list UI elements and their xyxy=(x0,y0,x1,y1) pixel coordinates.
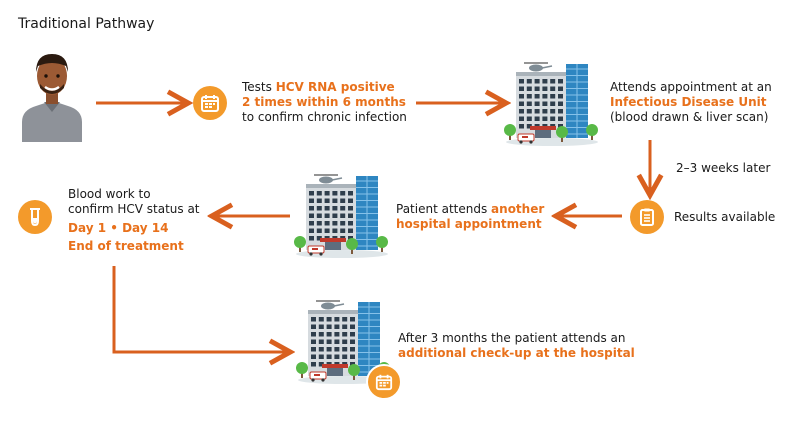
wait-label: 2–3 weeks later xyxy=(676,161,771,175)
hospital-building-icon xyxy=(294,172,390,262)
tests-text: Tests HCV RNA positive 2 times within 6 … xyxy=(242,80,407,124)
calendar-icon-badge xyxy=(366,364,402,400)
checkup-text: After 3 months the patient attends an ad… xyxy=(398,331,635,360)
test-tube-icon-badge xyxy=(18,200,52,234)
calendar-icon xyxy=(201,95,219,112)
hospital-building-icon xyxy=(504,60,600,150)
another-text: Patient attends another hospital appoint… xyxy=(396,202,545,231)
bloodwork-text: Blood work to confirm HCV status at Day … xyxy=(68,187,200,253)
arrow-bloodwork-to-checkup xyxy=(112,266,288,352)
page-title: Traditional Pathway xyxy=(18,16,155,32)
calendar-icon-badge xyxy=(193,86,227,120)
clipboard-icon-badge xyxy=(630,200,664,234)
clipboard-icon xyxy=(640,208,654,226)
results-label: Results available xyxy=(674,210,776,224)
idu-text: Attends appointment at an Infectious Dis… xyxy=(610,80,772,124)
calendar-icon xyxy=(375,374,393,391)
patient-avatar xyxy=(22,54,82,142)
hospital-building-icon xyxy=(296,298,392,388)
test-tube-icon xyxy=(30,208,40,227)
